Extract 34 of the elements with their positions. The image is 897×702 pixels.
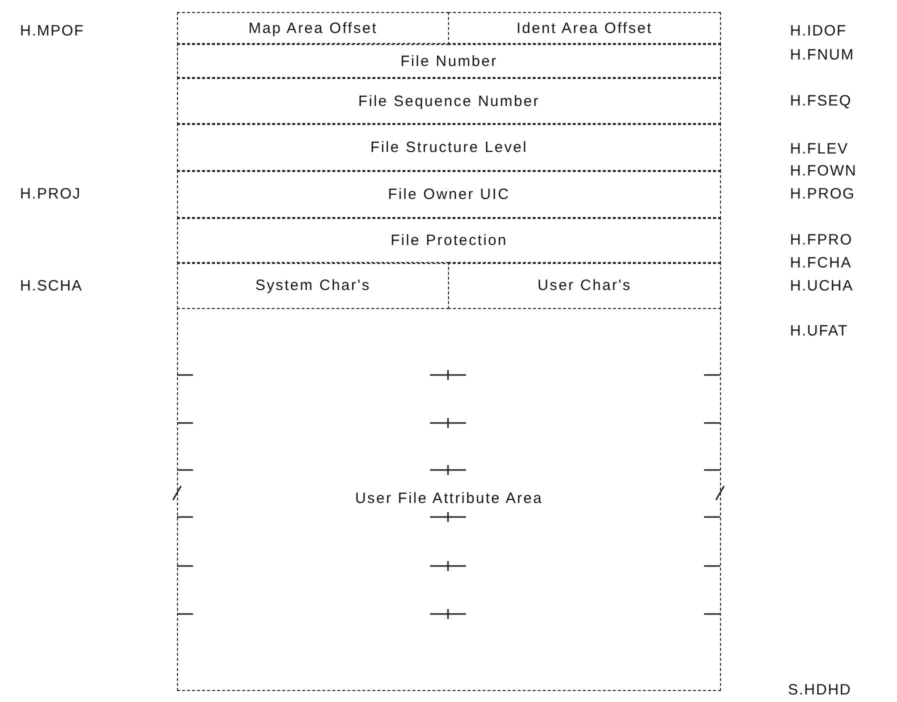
offset-label: H.PROG bbox=[790, 186, 856, 202]
field-name: System Char's bbox=[255, 277, 371, 294]
offset-label: H.MPOF bbox=[20, 22, 84, 40]
field-cell bbox=[177, 262, 449, 309]
field-name: File Sequence Number bbox=[358, 92, 540, 110]
field-cell bbox=[177, 170, 721, 219]
field-name: File Structure Level bbox=[370, 139, 528, 156]
field-cell bbox=[177, 217, 721, 264]
field-cell bbox=[448, 262, 721, 309]
field-cell bbox=[177, 307, 721, 691]
offset-label: S.HDHD bbox=[788, 682, 852, 698]
field-name: User File Attribute Area bbox=[355, 490, 543, 507]
field-name: Ident Area Offset bbox=[516, 20, 653, 37]
offset-label: H.FSEQ bbox=[790, 92, 852, 110]
field-name: Map Area Offset bbox=[248, 20, 378, 37]
field-cell bbox=[448, 12, 721, 45]
field-name: File Owner UIC bbox=[388, 186, 510, 203]
field-cell bbox=[177, 43, 721, 79]
field-cell bbox=[177, 123, 721, 172]
offset-label: H.UFAT bbox=[790, 322, 848, 340]
field-cell bbox=[177, 77, 721, 125]
offset-label: H.PROJ bbox=[20, 186, 82, 202]
field-name: File Protection bbox=[390, 232, 508, 249]
offset-label: H.FNUM bbox=[790, 46, 854, 64]
offset-label: H.SCHA bbox=[20, 278, 83, 294]
field-name: User Char's bbox=[537, 277, 632, 294]
field-name: File Number bbox=[400, 52, 498, 70]
offset-label: H.FCHA bbox=[790, 254, 852, 272]
offset-label: H.FPRO bbox=[790, 232, 853, 248]
offset-label: H.FOWN bbox=[790, 162, 857, 180]
field-cell bbox=[177, 12, 449, 45]
offset-label: H.IDOF bbox=[790, 22, 847, 40]
offset-label: H.UCHA bbox=[790, 278, 854, 294]
offset-label: H.FLEV bbox=[790, 140, 849, 158]
